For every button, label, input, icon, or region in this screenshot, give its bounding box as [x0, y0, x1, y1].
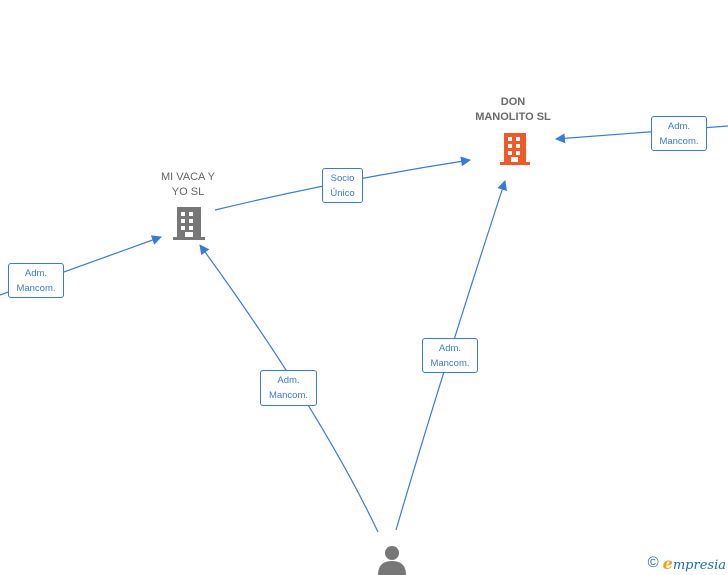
empresia-logo[interactable]: empresia [662, 553, 726, 573]
edge-label-adm-mancom-left[interactable]: Adm. Mancom. [8, 263, 64, 298]
person-icon [378, 546, 406, 575]
edge-label-socio-unico[interactable]: Socio Único [322, 168, 363, 203]
edge-label-adm-mancom-person-donmanolito[interactable]: Adm. Mancom. [422, 338, 478, 373]
brand-footer: © empresia [648, 553, 726, 573]
edge-label-adm-mancom-person-mivaca[interactable]: Adm. Mancom. [260, 370, 317, 406]
company-label-mi-vaca: MI VACA Y YO SL [160, 171, 215, 198]
building-icon [173, 207, 205, 240]
company-label-don-manolito: DON MANOLITO SL [475, 96, 551, 123]
edge-label-adm-mancom-right[interactable]: Adm. Mancom. [651, 116, 707, 151]
building-icon-highlighted [500, 133, 530, 165]
copyright-symbol: © [647, 554, 659, 571]
